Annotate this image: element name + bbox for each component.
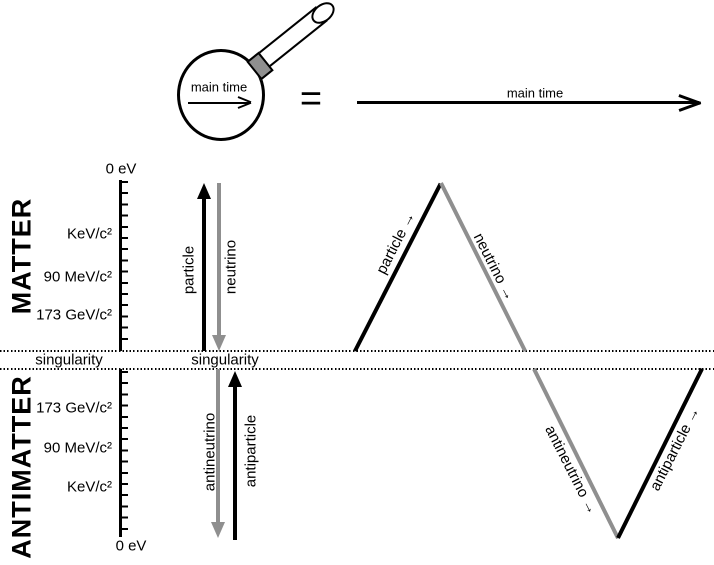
antiparticle-arrow-shaft — [233, 385, 237, 540]
scale-label-lower-mev: 90 MeV/c² — [43, 439, 112, 457]
worldline-antiparticle-segment — [616, 367, 704, 539]
neutrino-label: neutrino — [222, 239, 240, 295]
antineutrino-arrowhead — [211, 522, 225, 538]
timeline-label: main time — [506, 85, 564, 101]
antiparticle-label: antiparticle — [242, 414, 260, 488]
scale-label-upper-mev: 90 MeV/c² — [43, 268, 112, 286]
antineutrino-label: antineutrino — [201, 412, 219, 492]
scale-label-upper-kev: KeV/c² — [66, 225, 112, 243]
axis-origin-label-bottom: 0 eV — [115, 537, 147, 555]
particle-arrow-shaft — [202, 197, 206, 351]
axis-line-lower — [119, 369, 122, 537]
lens-time-label: main time — [190, 79, 248, 95]
worldline-particle-segment — [353, 182, 443, 352]
scale-label-upper-gev: 173 GeV/c² — [36, 306, 112, 324]
neutrino-arrow-shaft — [217, 183, 221, 335]
worldline-antineutrino-label: antineutrino → — [541, 422, 601, 518]
timeline-arrow-shaft — [357, 101, 699, 104]
equals-sign: = — [299, 78, 323, 120]
neutrino-arrowhead — [212, 335, 226, 351]
axis-line-upper — [119, 180, 122, 351]
particle-arrowhead — [197, 183, 211, 199]
antineutrino-arrow-shaft — [216, 369, 220, 522]
worldline-antineutrino-segment — [532, 368, 620, 540]
singularity-line-lower — [0, 368, 714, 370]
axis-origin-label-top: 0 eV — [105, 160, 137, 178]
axis-ticks-upper — [122, 181, 128, 349]
worldline-neutrino-segment — [439, 182, 527, 352]
particle-label: particle — [180, 245, 198, 295]
antiparticle-arrowhead — [228, 371, 242, 387]
singularity-label-axis: singularity — [35, 351, 103, 369]
antimatter-label: ANTIMATTER — [6, 375, 37, 559]
axis-ticks-lower — [122, 371, 128, 537]
singularity-label-detail: singularity — [191, 351, 259, 369]
lens-time-arrow-shaft — [188, 101, 250, 104]
matter-label: MATTER — [6, 197, 37, 315]
scale-label-lower-gev: 173 GeV/c² — [36, 399, 112, 417]
scale-label-lower-kev: KeV/c² — [66, 478, 112, 496]
